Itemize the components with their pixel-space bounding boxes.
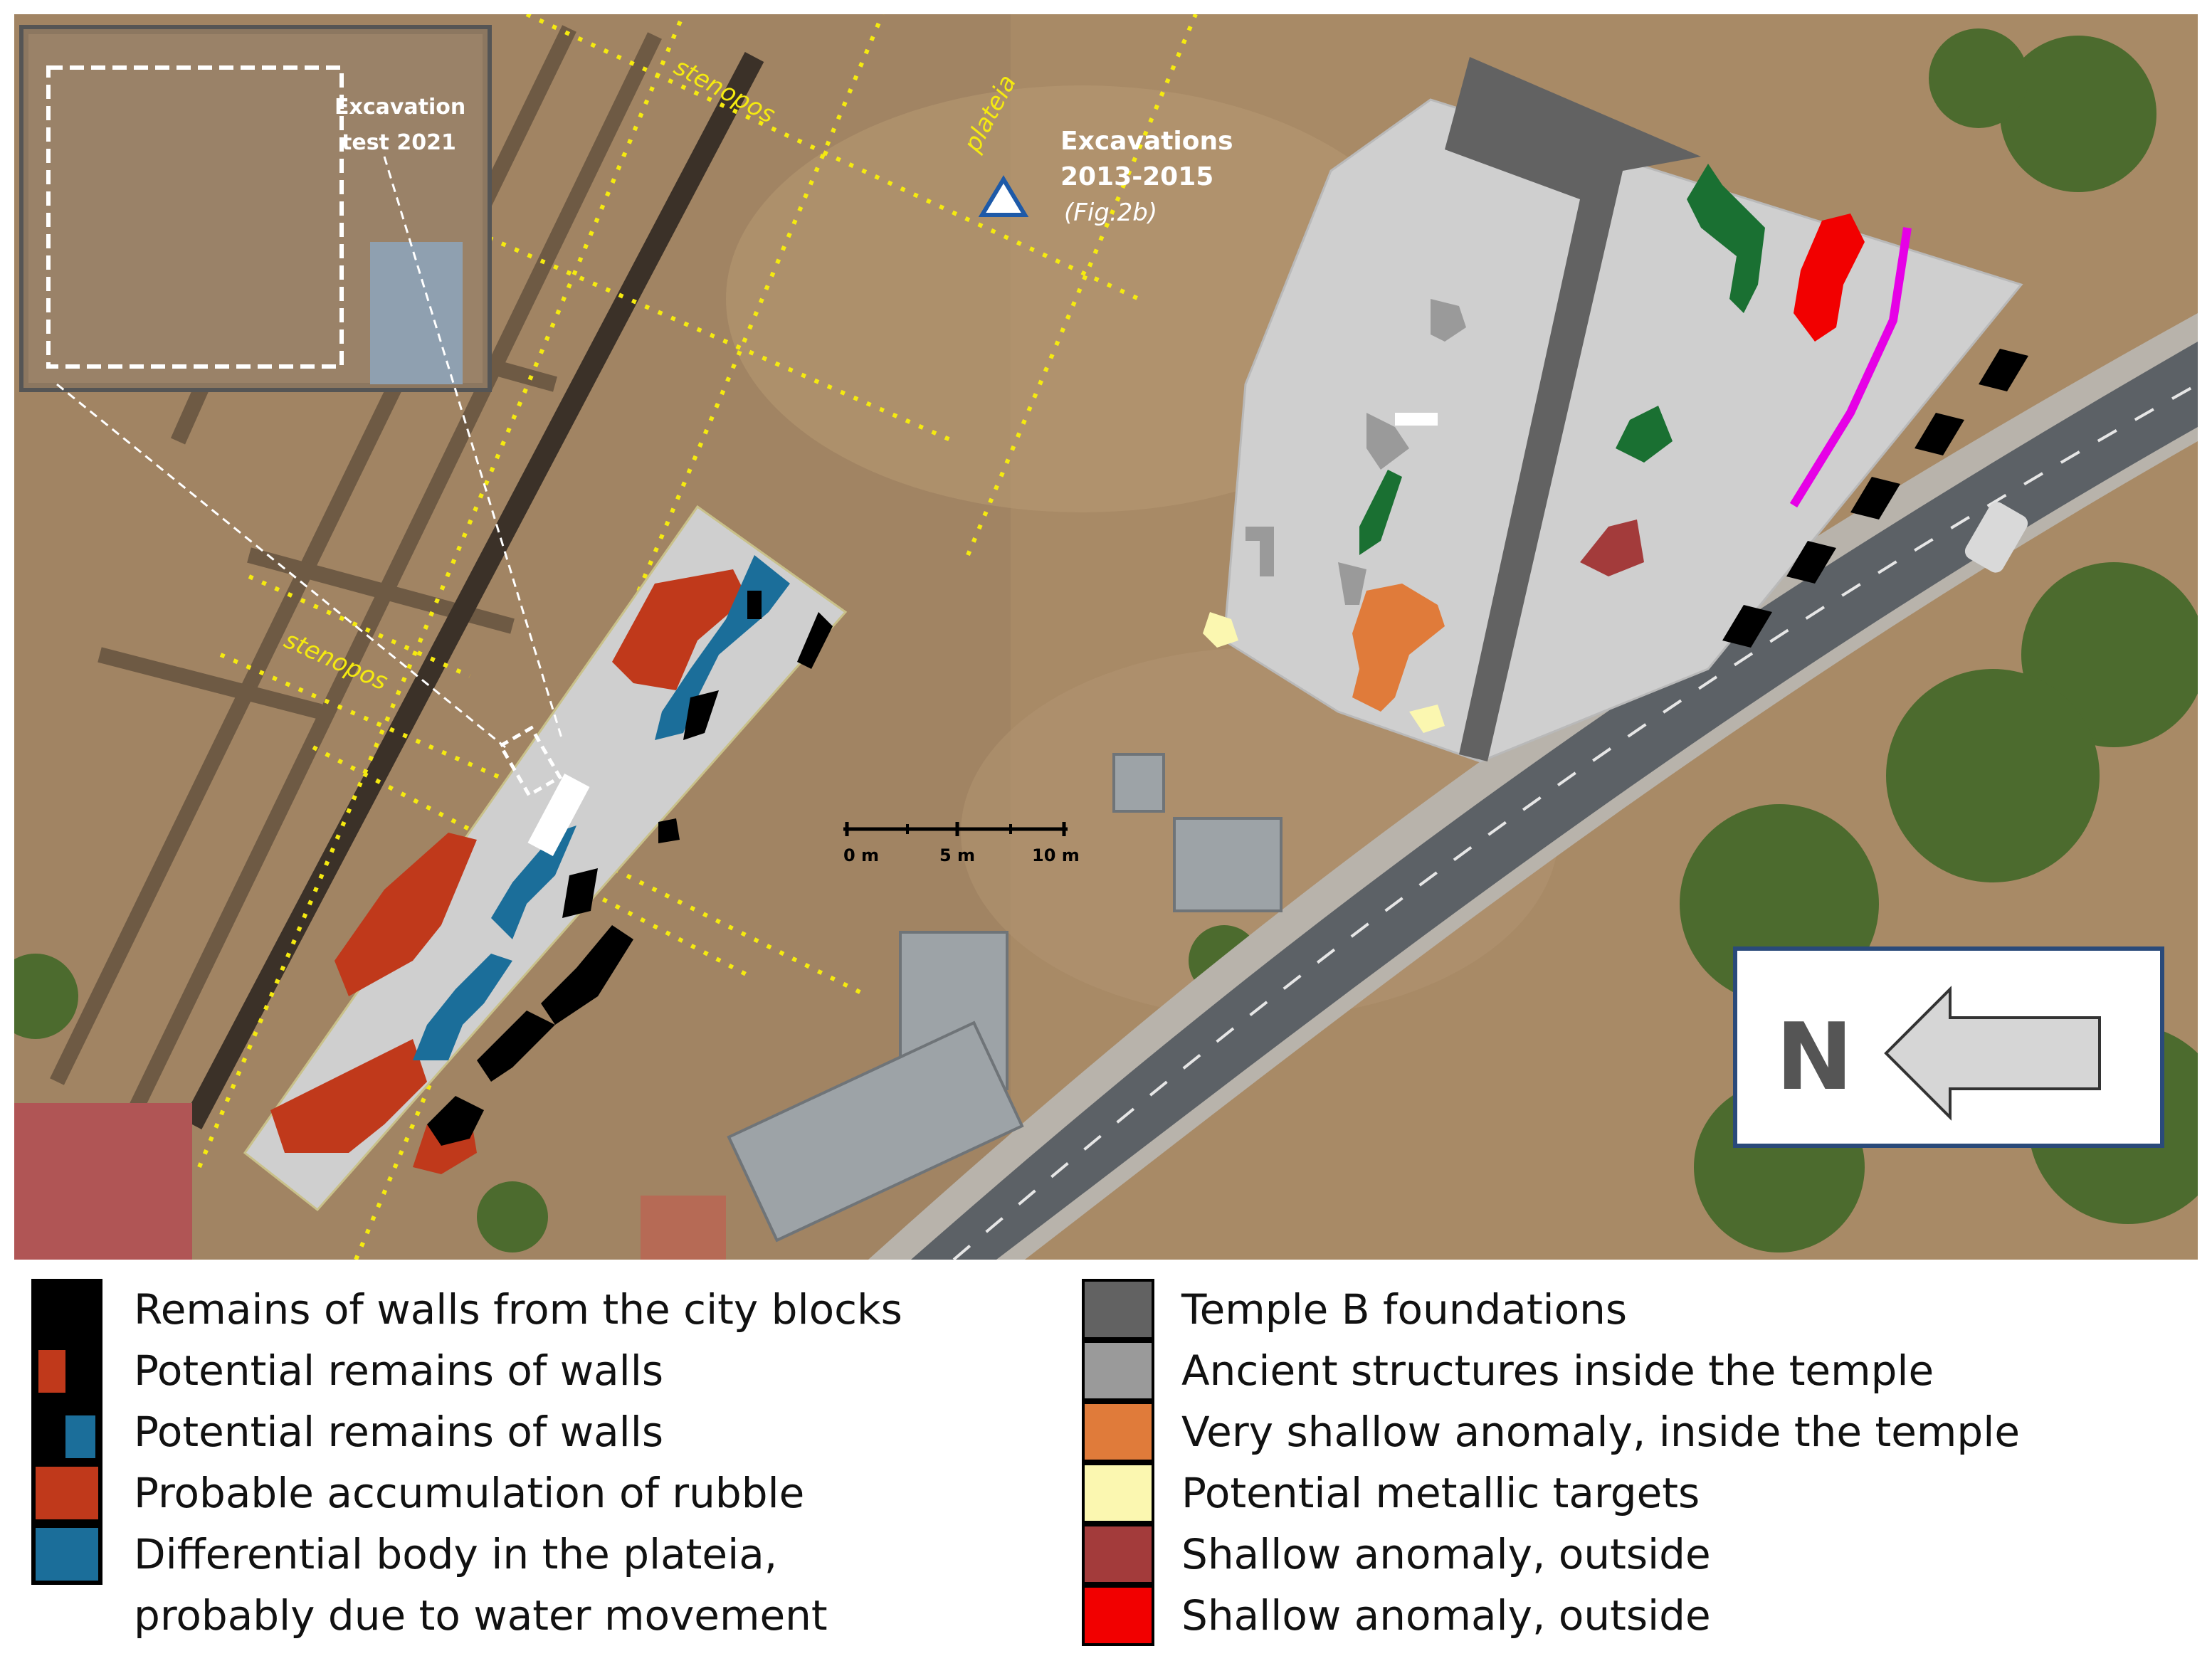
car xyxy=(1964,502,2028,573)
water-differential-body xyxy=(491,826,576,939)
legend-swatch-shallow-brown xyxy=(1082,1524,1154,1585)
legend-swatch-ancient-structures xyxy=(1082,1340,1154,1401)
excavation-test-area-marker xyxy=(497,725,563,798)
legend-label-shallow-red: Shallow anomaly, outside xyxy=(1181,1591,1711,1640)
legend-swatch-metallic xyxy=(1082,1462,1154,1524)
dark-trench xyxy=(182,52,764,1129)
inset-excavation-outline xyxy=(46,65,344,369)
excavation-point-triangle xyxy=(978,175,1029,217)
legend-label-city-walls: Remains of walls from the city blocks xyxy=(134,1285,902,1334)
city-block-wall xyxy=(427,1096,484,1146)
survey-area-temple xyxy=(1203,57,2028,763)
ancient-structure xyxy=(1245,527,1274,576)
scale-tick-10: 10 m xyxy=(1032,845,1080,865)
legend-swatch-rubble xyxy=(31,1462,102,1524)
site-map: stenopos stenopos plateia xyxy=(14,14,2198,1260)
legend-swatch-potential-walls-blue xyxy=(31,1401,102,1462)
shallow-anomaly-outside-red xyxy=(1794,213,1865,342)
inset-structure xyxy=(370,242,463,384)
ancient-structure xyxy=(1431,299,1466,342)
green-anomaly xyxy=(1616,406,1673,463)
legend-swatch-shallow-red xyxy=(1082,1585,1154,1646)
metallic-target xyxy=(1203,612,1238,648)
scale-tick-0: 0 m xyxy=(843,845,879,865)
legend-label-differential-body: Differential body in the plateia, xyxy=(134,1530,778,1578)
metallic-target xyxy=(1409,705,1445,733)
ancient-structure-white xyxy=(1395,413,1438,426)
survey-area-left xyxy=(243,505,848,1212)
legend-label-very-shallow: Very shallow anomaly, inside the temple xyxy=(1181,1408,2021,1456)
inset-photo: Excavation test 2021 xyxy=(19,25,492,392)
ancient-structure xyxy=(1338,562,1366,605)
green-anomaly xyxy=(1359,470,1402,555)
very-shallow-anomaly-inside xyxy=(1352,584,1445,712)
red-roof-building xyxy=(641,1196,726,1260)
legend-swatch-very-shallow xyxy=(1082,1401,1154,1462)
legend-label-potential-walls-2: Potential remains of walls xyxy=(134,1408,664,1456)
legend-label-ancient-structures: Ancient structures inside the temple xyxy=(1181,1346,1934,1395)
city-block-wall xyxy=(562,868,598,918)
legend-label-rubble: Probable accumulation of rubble xyxy=(134,1469,805,1517)
ancient-structure xyxy=(1366,413,1409,470)
road-lane-marking xyxy=(952,383,2198,1260)
shallow-anomaly-outside-brown xyxy=(1580,520,1644,576)
excavations-label-1: Excavations xyxy=(1060,127,1233,156)
legend-swatch-temple-foundations xyxy=(1082,1279,1154,1340)
greenhouses xyxy=(727,753,1283,1243)
city-block-wall xyxy=(747,591,762,619)
excavation-white-block xyxy=(527,774,590,856)
city-block-wall xyxy=(683,690,719,740)
excavations-label-2: 2013-2015 xyxy=(1060,162,1213,191)
legend-label-shallow-brown: Shallow anomaly, outside xyxy=(1181,1530,1711,1578)
city-block-wall xyxy=(797,612,833,669)
legend: Remains of walls from the city blocks Po… xyxy=(0,1270,2212,1656)
temple-b-foundations xyxy=(1445,57,1701,761)
rubble-anomaly xyxy=(612,569,747,690)
scale-tick-5: 5 m xyxy=(939,845,975,865)
north-label: N xyxy=(1776,1003,1853,1111)
water-differential-body xyxy=(413,954,512,1060)
inset-leader-lines xyxy=(56,156,564,749)
rubble-anomaly xyxy=(270,1039,427,1153)
inset-label-1: Excavation xyxy=(335,95,465,120)
legend-swatch-differential-body xyxy=(31,1524,102,1585)
red-roof-building xyxy=(14,1103,192,1260)
legend-label-water-movement: probably due to water movement xyxy=(134,1591,828,1640)
legend-swatch-city-walls xyxy=(31,1279,102,1340)
inset-label-2: test 2021 xyxy=(342,130,456,155)
legend-label-potential-walls-1: Potential remains of walls xyxy=(134,1346,664,1395)
scale-bar: 0 m 5 m 10 m xyxy=(843,822,1080,865)
green-anomaly xyxy=(1687,164,1765,313)
north-arrow-icon xyxy=(1884,986,2101,1121)
wall-stripes xyxy=(1722,349,2028,648)
city-block-wall xyxy=(541,925,633,1025)
north-arrow: N xyxy=(1733,946,2164,1148)
legend-swatch-potential-walls-red xyxy=(31,1340,102,1401)
legend-label-metallic: Potential metallic targets xyxy=(1181,1469,1700,1517)
city-block-wall xyxy=(658,818,680,843)
city-block-wall xyxy=(477,1011,555,1082)
legend-label-temple-foundations: Temple B foundations xyxy=(1181,1285,1628,1334)
fig-ref-label: (Fig.2b) xyxy=(1064,199,1157,227)
magenta-boundary xyxy=(1789,227,1912,508)
rubble-anomaly xyxy=(335,833,477,996)
